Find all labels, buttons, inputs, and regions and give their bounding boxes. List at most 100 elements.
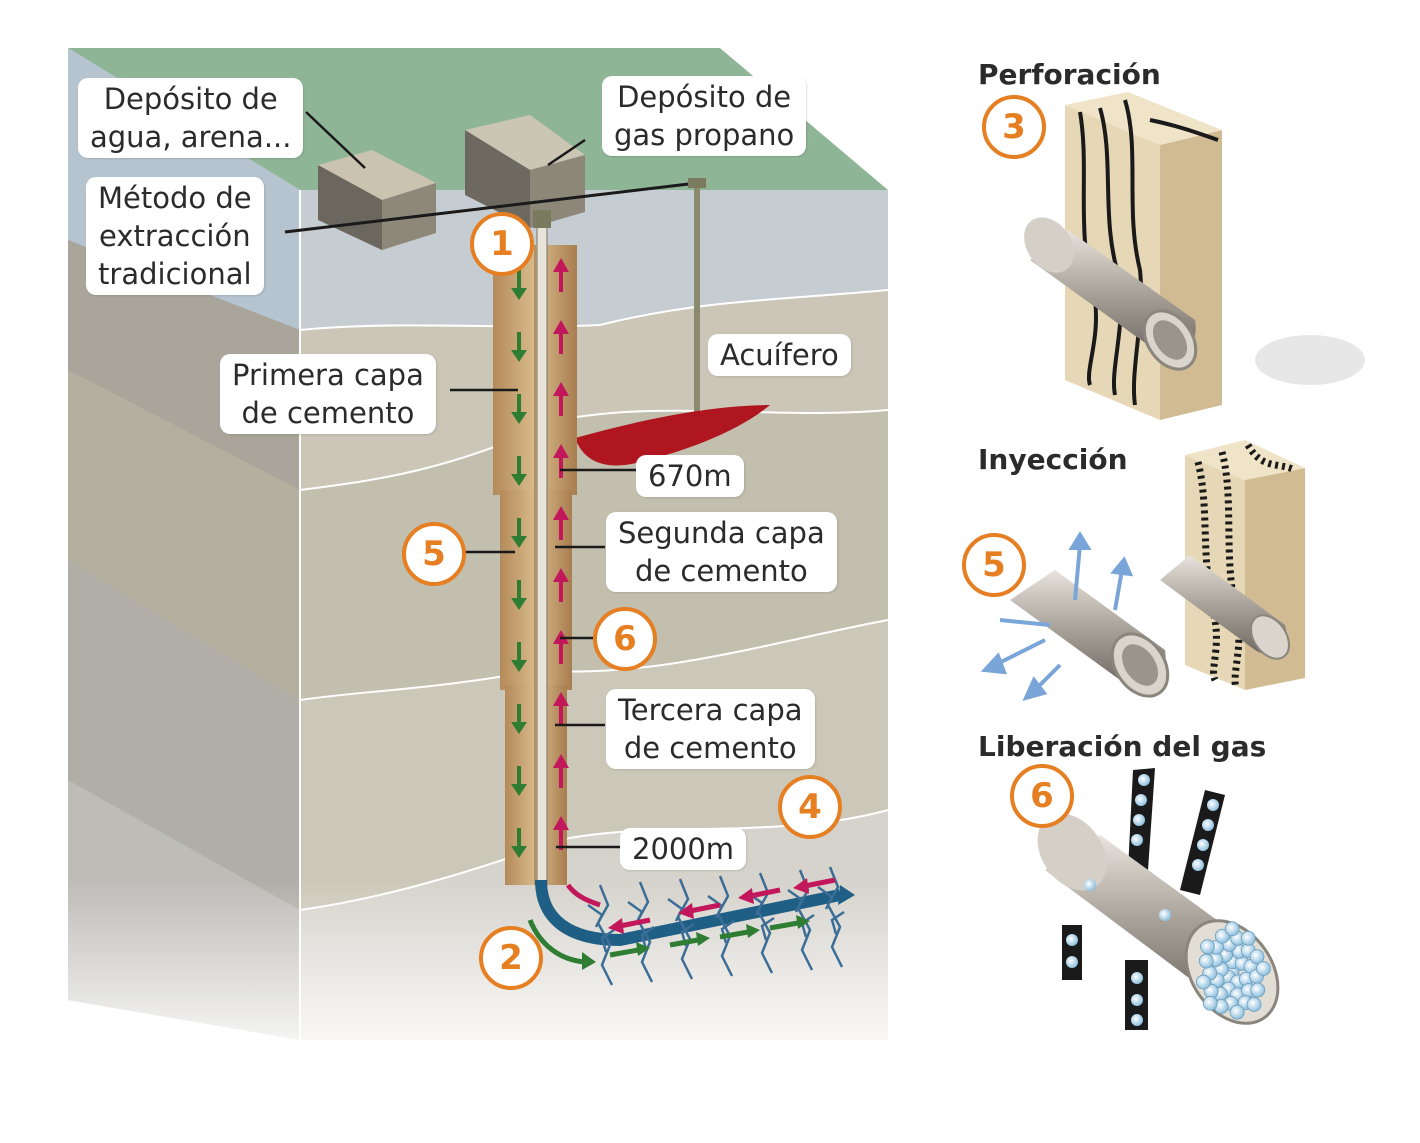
- left-arrow-icon: [738, 888, 754, 904]
- wellhead: [533, 210, 551, 228]
- gas-bubble: [1066, 956, 1078, 968]
- step-4-badge: 4: [778, 775, 842, 839]
- panel-liberacion: [1037, 768, 1280, 1030]
- gas-bubble: [1066, 934, 1078, 946]
- fracture-mark: [676, 878, 694, 980]
- step-6-badge: 6: [593, 607, 657, 671]
- down-arrow-icon: [511, 722, 527, 734]
- panel-inyeccion: [980, 440, 1305, 702]
- step-5-badge: 5: [402, 522, 466, 586]
- gas-bubble: [1202, 819, 1214, 831]
- left-arrow-icon: [619, 917, 651, 929]
- horizontal-flow-arrows: [527, 877, 836, 970]
- right-arrow-icon: [609, 947, 639, 958]
- label-depth-2000: 2000m: [620, 828, 747, 870]
- gas-bubble: [1207, 799, 1219, 811]
- gas-bubble: [1131, 994, 1143, 1006]
- label-depth-670: 670m: [636, 455, 744, 497]
- down-arrow-icon: [511, 598, 527, 610]
- gas-bubble: [1214, 928, 1230, 944]
- heading-inyeccion: Inyección: [978, 443, 1128, 476]
- aquifer-layer: [575, 405, 770, 466]
- down-arrow-icon: [511, 846, 527, 858]
- up-arrow-icon: [553, 258, 569, 272]
- fractures: [587, 866, 845, 986]
- panel-3-badge: 3: [982, 95, 1046, 159]
- gas-bubble: [1229, 1004, 1245, 1020]
- horizontal-well: [535, 879, 842, 947]
- up-arrow-icon: [553, 692, 569, 706]
- right-arrow-icon: [669, 937, 699, 948]
- gas-bubble: [1224, 921, 1240, 937]
- perforated-pipe-icon: [1010, 570, 1170, 698]
- step-1-badge: 1: [470, 212, 534, 276]
- left-arrow-icon: [565, 883, 601, 908]
- gas-bubble: [1197, 839, 1209, 851]
- up-arrow-icon: [553, 320, 569, 334]
- left-arrow-icon: [678, 903, 694, 919]
- left-arrow-icon: [689, 902, 721, 914]
- down-arrow-icon: [511, 660, 527, 672]
- panel-perforacion: [1024, 92, 1365, 420]
- gas-bubble: [1255, 961, 1271, 976]
- cement-casing: [493, 245, 577, 885]
- up-arrow-icon: [553, 444, 569, 458]
- production-tube: [536, 224, 548, 886]
- panel-5-badge: 5: [962, 533, 1026, 597]
- down-arrow-icon: [511, 288, 527, 300]
- label-aquifer: Acuífero: [708, 334, 851, 376]
- left-arrow-icon: [749, 887, 781, 899]
- right-arrow-icon: [719, 929, 749, 940]
- heading-perforacion: Perforación: [978, 58, 1161, 91]
- left-arrow-icon: [793, 878, 809, 894]
- gas-bubble: [1131, 972, 1143, 984]
- pointer-traditional: [284, 181, 698, 234]
- gas-bubble: [1135, 794, 1147, 806]
- gas-bubble: [1159, 909, 1171, 921]
- down-arrow-icon: [511, 474, 527, 486]
- gas-bubble-icon: [1066, 774, 1271, 1026]
- gas-bubble: [1133, 814, 1145, 826]
- fracture-mark: [826, 866, 844, 968]
- down-arrow-icon: [511, 350, 527, 362]
- heading-liberacion: Liberación del gas: [978, 730, 1267, 763]
- right-arrow-icon: [636, 942, 650, 956]
- perforated-pipe-icon: [1024, 217, 1198, 371]
- gas-bubble: [1196, 974, 1211, 990]
- right-arrow-icon: [746, 924, 760, 938]
- gas-bubble: [1192, 859, 1204, 871]
- gas-bubble: [1200, 939, 1215, 955]
- down-arrow-icon: [511, 536, 527, 548]
- gas-bubble: [1249, 949, 1265, 964]
- left-arrow-icon: [804, 877, 836, 889]
- fracture-mark: [756, 872, 774, 974]
- fracture-mark: [587, 903, 615, 953]
- right-arrow-icon: [696, 932, 710, 946]
- step-2-badge: 2: [479, 926, 543, 990]
- gas-bubble: [1084, 879, 1096, 891]
- gas-bubble: [1198, 953, 1214, 969]
- pointer-lines: [450, 388, 637, 849]
- gas-bubble: [1240, 930, 1256, 946]
- gas-bubble: [1202, 995, 1218, 1011]
- gas-bubble: [1246, 997, 1262, 1012]
- perforated-pipe-icon: [1160, 555, 1291, 660]
- up-arrow-icon: [553, 816, 569, 830]
- gas-bubble: [1250, 982, 1266, 998]
- fracture-mark: [636, 881, 654, 983]
- fracture-mark: [716, 875, 734, 977]
- up-arrow-icon: [553, 506, 569, 520]
- gas-bubble: [1131, 1014, 1143, 1026]
- gas-bubble: [1138, 774, 1150, 786]
- fracture-mark: [817, 885, 845, 935]
- right-arrow-icon: [769, 920, 799, 931]
- up-arrow-icon: [553, 568, 569, 582]
- gas-bubble: [1131, 834, 1143, 846]
- up-arrow-icon: [553, 754, 569, 768]
